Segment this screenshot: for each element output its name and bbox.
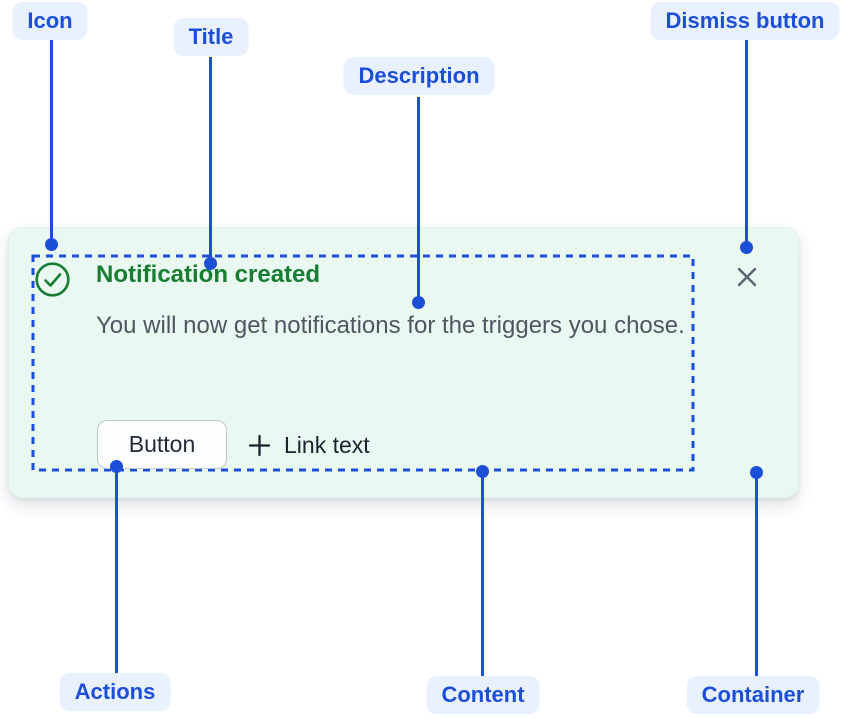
annotation-label-dismiss-button: Dismiss button	[650, 2, 840, 40]
pointer-line-title	[209, 57, 212, 260]
flag-action-link-label: Link text	[284, 431, 370, 458]
success-check-icon	[35, 262, 70, 302]
annotation-label-icon: Icon	[12, 2, 88, 40]
flag-action-link[interactable]: Link text	[247, 424, 370, 466]
flag-action-button-label: Button	[128, 431, 196, 457]
flag-description: You will now get notifications for the t…	[96, 312, 685, 339]
annotation-label-actions: Actions	[59, 673, 171, 711]
pointer-line-dismiss	[745, 40, 748, 244]
pointer-dot-description	[412, 296, 425, 309]
pointer-dot-content	[476, 465, 489, 478]
annotation-label-title: Title	[173, 18, 249, 56]
pointer-line-description	[417, 97, 420, 299]
dismiss-button[interactable]	[731, 261, 763, 293]
close-icon	[735, 265, 759, 289]
annotation-label-content: Content	[426, 676, 540, 714]
pointer-dot-icon	[45, 238, 58, 251]
content-outline	[31, 254, 695, 472]
pointer-dot-actions	[110, 460, 123, 473]
pointer-dot-container	[750, 466, 763, 479]
pointer-dot-dismiss	[740, 241, 753, 254]
pointer-line-icon	[50, 40, 53, 240]
flag-action-button[interactable]: Button	[97, 420, 227, 469]
annotation-label-container: Container	[686, 676, 820, 714]
pointer-line-actions	[115, 465, 118, 675]
pointer-line-container	[755, 471, 758, 677]
annotation-label-description: Description	[343, 57, 495, 95]
pointer-dot-title	[204, 257, 217, 270]
pointer-line-content	[481, 470, 484, 677]
plus-icon	[247, 433, 272, 458]
